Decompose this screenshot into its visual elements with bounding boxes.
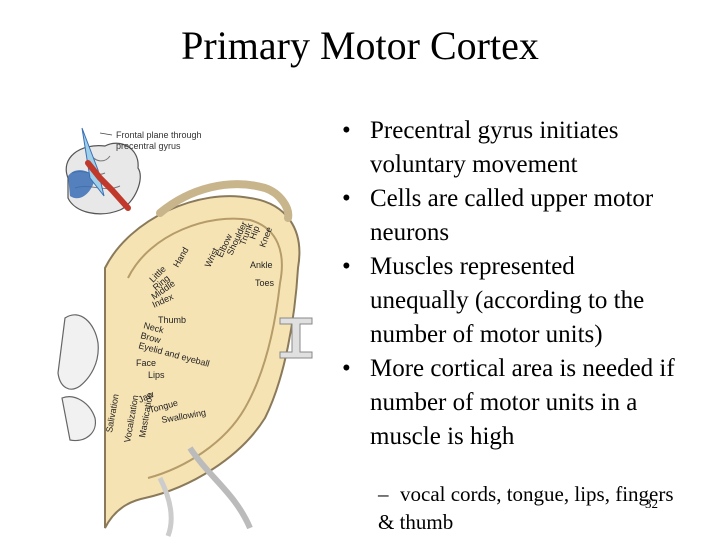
bullet-item: • More cortical area is needed if number…: [338, 352, 718, 454]
sub-bullet-dash: –: [378, 482, 389, 506]
motor-homunculus-figure: Frontal plane through precentral gyrus H…: [50, 118, 340, 538]
bullet-item: • Cells are called upper motor neurons: [338, 182, 718, 250]
cortex-outer: [104, 195, 301, 529]
sub-bullet: – vocal cords, tongue, lips, fingers & t…: [378, 480, 718, 536]
bullet-line: neurons: [370, 219, 450, 246]
bullet-line: Muscles represented: [370, 253, 575, 280]
label-toes: Toes: [255, 278, 275, 288]
bullet-marker: •: [342, 253, 351, 280]
label-thumb: Thumb: [158, 315, 186, 325]
bullet-line: More cortical area is needed if: [370, 355, 675, 382]
brain-inset: Frontal plane through precentral gyrus: [65, 127, 202, 215]
bullet-marker: •: [342, 117, 351, 144]
slide-title: Primary Motor Cortex: [181, 23, 539, 68]
sub-bullet-line: & thumb: [378, 510, 454, 534]
label-hip: Hip: [247, 225, 261, 241]
bullet-list: • Precentral gyrus initiates voluntary m…: [338, 114, 718, 454]
inset-label-line2: precentral gyrus: [116, 141, 181, 151]
label-lips: Lips: [148, 370, 165, 380]
page-number: 32: [645, 496, 658, 511]
bullet-line: number of motor units in a: [370, 389, 638, 416]
inset-label-line1: Frontal plane through: [116, 130, 202, 140]
bullet-item: • Precentral gyrus initiates voluntary m…: [338, 114, 718, 182]
bullet-line: Cells are called upper motor: [370, 185, 654, 212]
bullet-line: unequally (according to the: [370, 287, 645, 314]
bullet-line: number of motor units): [370, 321, 603, 348]
label-ankle: Ankle: [250, 260, 273, 270]
bullet-line: Precentral gyrus initiates: [370, 117, 619, 144]
bullet-line: voluntary movement: [370, 151, 578, 178]
label-face: Face: [136, 358, 156, 368]
sub-bullet-line: vocal cords, tongue, lips, fingers: [400, 482, 674, 506]
bullet-item: • Muscles represented unequally (accordi…: [338, 250, 718, 352]
bullet-line: muscle is high: [370, 423, 515, 450]
homunculus-illustration: Frontal plane through precentral gyrus H…: [57, 127, 313, 537]
bullet-marker: •: [342, 185, 351, 212]
bullet-marker: •: [342, 355, 351, 382]
